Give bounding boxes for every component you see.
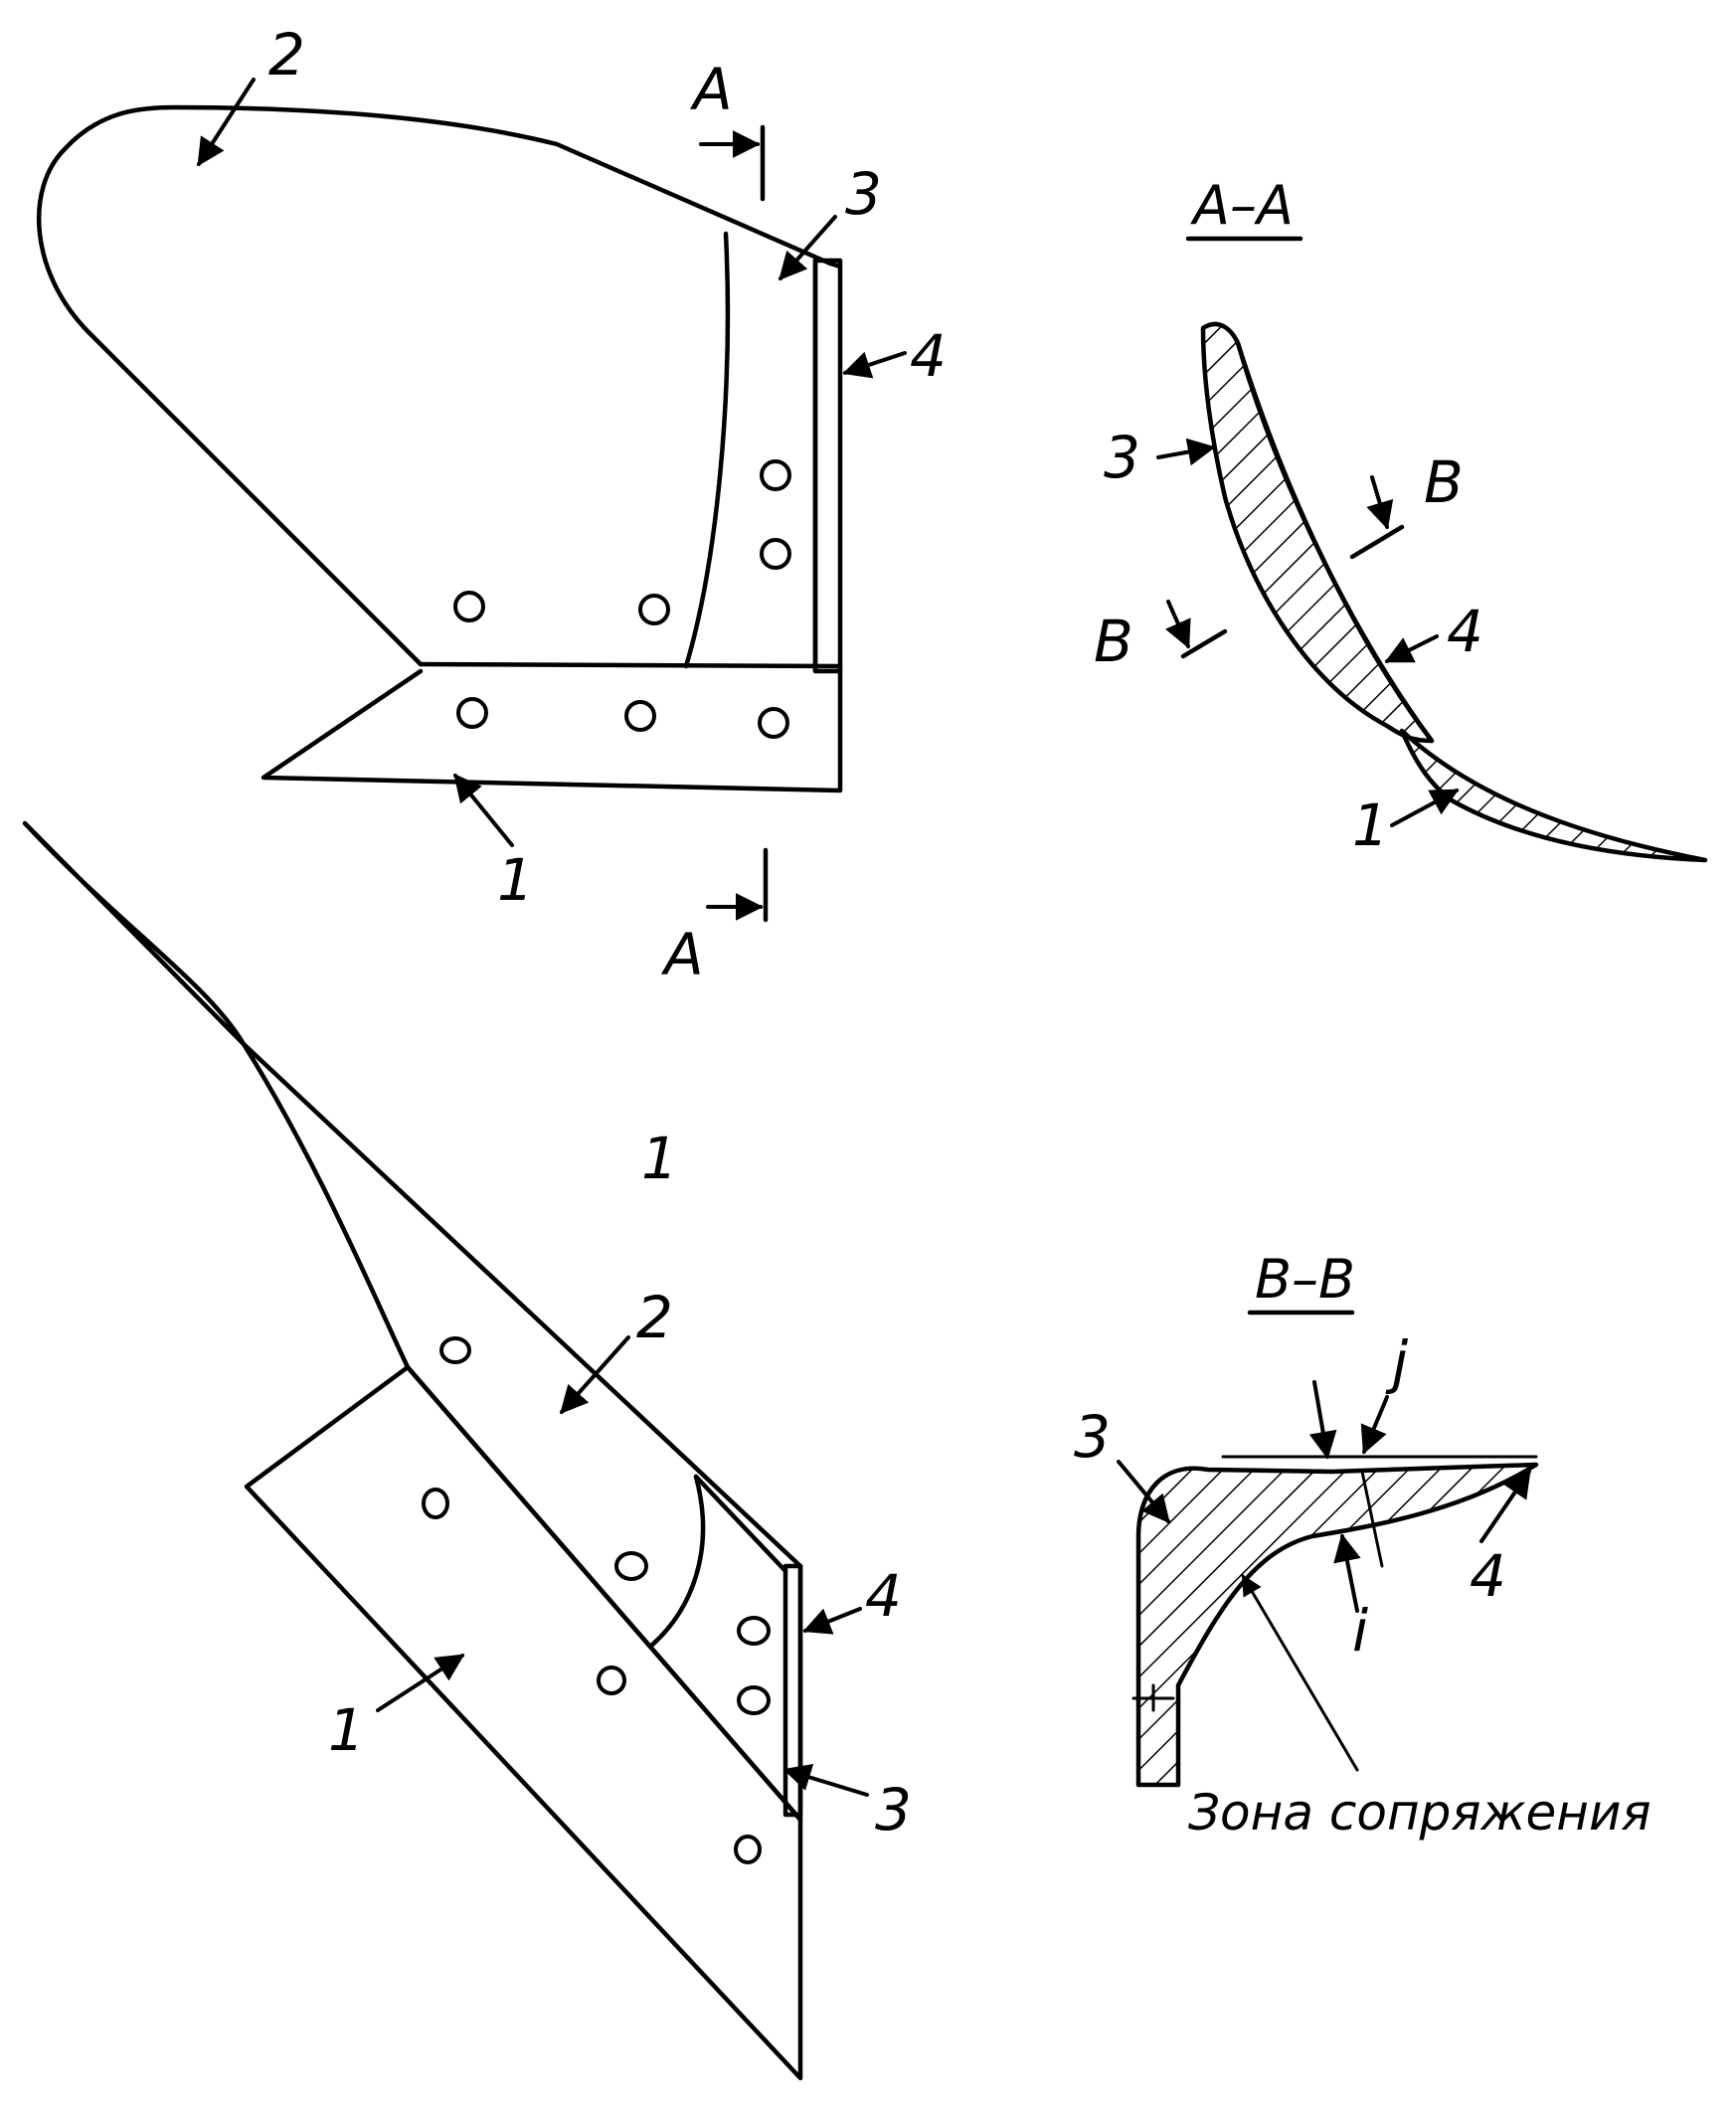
section-b-right-arrow	[1366, 475, 1394, 530]
aa-label-shin: 3	[1104, 424, 1140, 491]
insert-strip	[812, 258, 843, 674]
lower-view: 1 2 4 1 3	[22, 820, 912, 2081]
aa-leader-shin	[1156, 438, 1216, 466]
label-moldboard: 2	[268, 21, 305, 88]
bolt-hole	[597, 1666, 626, 1695]
moldboard-outline	[36, 104, 833, 667]
section-a-a-insert	[1235, 340, 1435, 744]
bb-leader-shin	[1117, 1460, 1170, 1524]
bolt-hole	[737, 1616, 771, 1646]
section-a-a: A–A 3 4 1 B B	[1094, 174, 1708, 863]
section-a-bottom-letter: A	[660, 921, 704, 988]
bolt-hole	[734, 1835, 762, 1864]
section-a-a-moldboard-profile	[1200, 321, 1435, 744]
bb-leader-insert	[1479, 1469, 1531, 1543]
bb-dim-j-arrow-right	[1360, 1395, 1389, 1455]
bolt-hole	[453, 591, 485, 622]
bb-dim-j-label: j	[1385, 1328, 1409, 1396]
section-b-left-tick	[1180, 628, 1228, 659]
section-b-b: B–B j i 3 4 Зона сопряжения	[1074, 1248, 1651, 1842]
lower-moldboard-share-joint	[405, 1364, 803, 1823]
lower-leader-moldboard	[560, 1335, 630, 1415]
lower-label-insert: 4	[865, 1562, 902, 1630]
bolt-hole	[439, 1336, 471, 1364]
top-view: A A 2 3 4 1	[36, 21, 947, 988]
bb-label-shin: 3	[1074, 1403, 1111, 1471]
bolt-hole	[760, 459, 791, 491]
aa-leader-share	[1390, 789, 1460, 827]
leader-shin	[779, 215, 837, 281]
leader-share	[453, 773, 514, 847]
bb-dim-i-label: i	[1352, 1597, 1368, 1665]
lower-leader-shin	[782, 1763, 869, 1797]
lower-shin-inner	[693, 1474, 788, 1574]
section-a-top-letter: A	[689, 56, 733, 123]
aa-leader-insert	[1384, 634, 1439, 663]
section-a-a-share-profile	[1399, 728, 1708, 863]
bb-insert-joint	[1360, 1470, 1384, 1568]
bb-label-insert: 4	[1470, 1542, 1506, 1610]
aa-label-insert: 4	[1447, 598, 1483, 665]
lower-label-shin: 3	[875, 1776, 912, 1843]
bolt-hole	[760, 538, 791, 570]
lower-view-number: 1	[641, 1125, 678, 1192]
bb-leader-zone	[1241, 1574, 1359, 1772]
bb-caption-zone: Зона сопряжения	[1188, 1784, 1651, 1842]
label-shin: 3	[845, 160, 882, 228]
bolt-hole	[614, 1551, 648, 1581]
bolt-hole	[737, 1685, 771, 1715]
bb-dim-i-arrow	[1333, 1533, 1361, 1613]
bolt-hole	[758, 707, 789, 739]
section-b-left-letter: B	[1094, 608, 1133, 675]
section-b-b-shin-profile	[1135, 1462, 1539, 1788]
lower-leader-share	[376, 1654, 465, 1712]
share-outline	[260, 668, 843, 793]
label-insert: 4	[910, 322, 947, 390]
share-top-edge	[418, 661, 843, 669]
bolt-hole	[624, 700, 656, 732]
section-b-left-arrow	[1164, 600, 1191, 649]
shin-inner-curve	[683, 231, 731, 669]
section-b-right-tick	[1349, 524, 1405, 560]
section-b-right-letter: B	[1424, 448, 1464, 516]
lower-shin-arc	[648, 1474, 706, 1649]
label-share: 1	[497, 846, 534, 914]
bolt-hole	[638, 594, 670, 625]
section-b-b-title: B–B	[1255, 1248, 1355, 1311]
bb-dim-j-arrow-left	[1308, 1380, 1337, 1460]
aa-label-share: 1	[1352, 791, 1389, 859]
lower-label-moldboard: 2	[636, 1284, 673, 1351]
section-a-a-title: A–A	[1190, 174, 1294, 237]
leader-moldboard	[197, 78, 256, 167]
leader-insert	[842, 351, 907, 379]
lower-wing-tip	[22, 820, 247, 1047]
lower-label-share: 1	[328, 1696, 365, 1764]
lower-leader-insert	[802, 1607, 862, 1635]
bolt-hole	[456, 697, 488, 729]
bolt-hole	[422, 1488, 449, 1519]
lower-insert-strip	[782, 1563, 803, 1818]
lower-moldboard-outline	[241, 1041, 803, 1569]
